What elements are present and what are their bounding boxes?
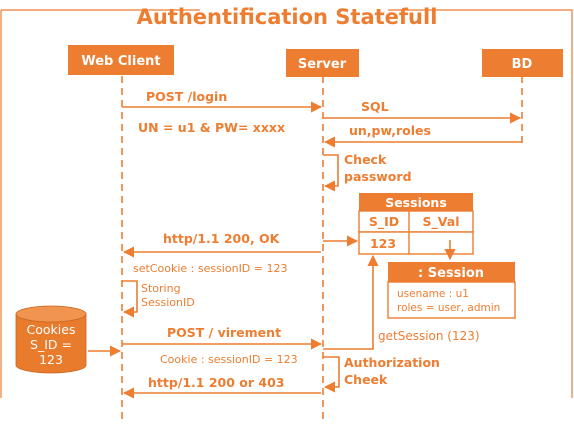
actor-bd-label: BD bbox=[512, 57, 533, 72]
set-cookie-label: setCookie : sessionID = 123 bbox=[133, 262, 287, 275]
sql-result-label: un,pw,roles bbox=[349, 123, 431, 138]
post-login-label: POST /login bbox=[146, 89, 227, 104]
sessions-table: Sessions S_ID S_Val 123 bbox=[358, 193, 474, 255]
sessions-col-sid: S_ID bbox=[369, 214, 399, 230]
cookies-store-line2: S_ID = bbox=[30, 337, 72, 352]
cookies-store-line3: 123 bbox=[39, 352, 63, 367]
post-virement-label: POST / virement bbox=[167, 325, 281, 340]
check-label-line1: Check bbox=[344, 152, 387, 167]
authz-label-line2: Cheek bbox=[344, 372, 388, 387]
storing-label-line2: SessionID bbox=[141, 296, 195, 309]
get-session-label: getSession (123) bbox=[378, 329, 480, 343]
actor-bd: BD bbox=[482, 49, 563, 77]
get-session-arrow bbox=[323, 254, 379, 350]
cookie-sent-label: Cookie : sessionID = 123 bbox=[160, 353, 298, 366]
http-200-403-label: http/1.1 200 or 403 bbox=[148, 375, 285, 390]
frame-top-right bbox=[388, 9, 573, 398]
check-label-line2: password bbox=[344, 169, 412, 184]
cookies-store-line1: Cookies bbox=[27, 322, 76, 337]
session-object-line1: usename : u1 bbox=[397, 288, 469, 300]
cookies-store-icon: Cookies S_ID = 123 bbox=[15, 305, 87, 374]
authz-label-line1: Authorization bbox=[344, 355, 440, 370]
credentials-label: UN = u1 & PW= xxxx bbox=[138, 120, 285, 135]
http-ok-label: http/1.1 200, OK bbox=[163, 231, 281, 246]
sessions-table-title: Sessions bbox=[385, 195, 447, 210]
session-object-line2: roles = user, admin bbox=[397, 302, 500, 314]
sql-label: SQL bbox=[361, 99, 389, 114]
diagram-title: Authentification Statefull bbox=[137, 5, 438, 29]
actor-web-client-label: Web Client bbox=[81, 54, 160, 69]
storing-session-arrow bbox=[122, 280, 138, 318]
actor-server-label: Server bbox=[298, 57, 347, 72]
session-object-title: : Session bbox=[418, 266, 484, 281]
actor-web-client: Web Client bbox=[68, 45, 174, 75]
storing-label-line1: Storing bbox=[141, 282, 181, 295]
check-password-arrow bbox=[323, 154, 339, 192]
session-object: : Session usename : u1 roles = user, adm… bbox=[387, 262, 516, 319]
authorization-check-arrow bbox=[323, 356, 340, 393]
actor-server: Server bbox=[286, 49, 359, 77]
sessions-col-sval: S_Val bbox=[423, 214, 460, 230]
sessions-row-sid: 123 bbox=[370, 236, 396, 251]
